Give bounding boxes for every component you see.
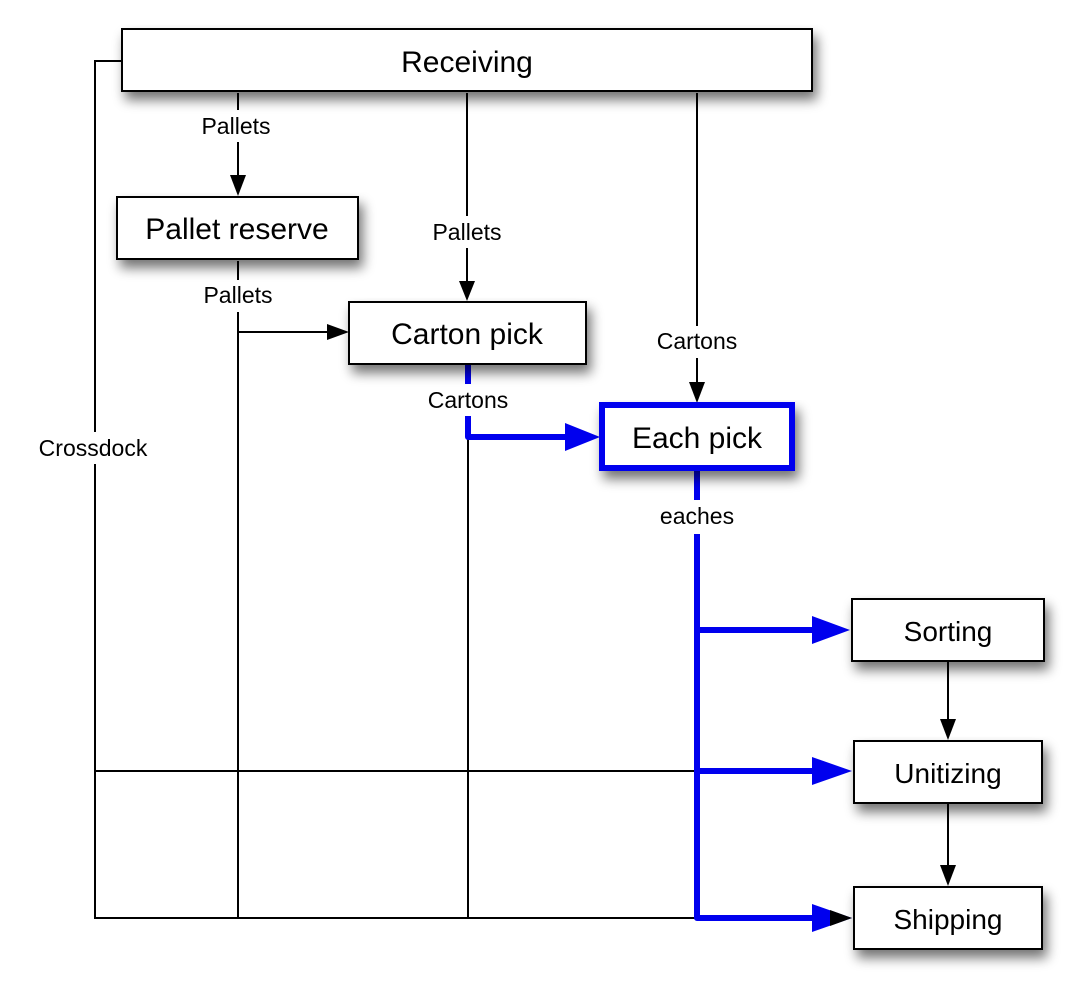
arrowhead-shipping-top	[940, 865, 956, 886]
label-receiving-carton-pallets: Pallets	[432, 219, 501, 245]
edge-crossdock-trunk	[94, 60, 830, 919]
arrowhead-unitizing	[812, 757, 852, 785]
label-carton-cartons: Cartons	[428, 387, 509, 413]
label-receiving-pallets: Pallets	[201, 113, 270, 139]
label-eaches: eaches	[660, 503, 734, 529]
node-pallet-reserve-label: Pallet reserve	[145, 213, 328, 246]
arrowhead-carton-pick-left	[327, 324, 349, 340]
node-sorting-label: Sorting	[904, 616, 993, 647]
node-pallet-reserve[interactable]: Pallet reserve	[116, 196, 359, 260]
edge-each-pick-shipping	[694, 470, 815, 921]
node-receiving-label: Receiving	[401, 46, 533, 79]
arrowhead-shipping-black	[830, 910, 852, 926]
label-reserve-pallets: Pallets	[203, 282, 272, 308]
label-crossdock: Crossdock	[39, 435, 148, 461]
edge-labels: Pallets Pallets Pallets Cartons Cartons …	[25, 110, 754, 534]
black-arrowheads	[230, 175, 956, 886]
blue-arrowheads	[565, 423, 852, 932]
arrowhead-carton-pick-top	[459, 281, 475, 301]
arrowhead-unitizing-top	[940, 719, 956, 740]
arrowhead-pallet-reserve	[230, 175, 246, 196]
node-sorting[interactable]: Sorting	[851, 598, 1045, 662]
node-each-pick-label: Each pick	[632, 422, 763, 455]
node-shipping[interactable]: Shipping	[853, 886, 1043, 950]
black-connectors	[94, 60, 949, 919]
node-carton-pick-label: Carton pick	[391, 318, 544, 351]
node-shipping-label: Shipping	[894, 904, 1003, 935]
node-each-pick[interactable]: Each pick	[599, 402, 795, 471]
node-unitizing[interactable]: Unitizing	[853, 740, 1043, 804]
node-unitizing-label: Unitizing	[894, 758, 1001, 789]
arrowhead-each-pick-left	[565, 423, 600, 451]
node-carton-pick[interactable]: Carton pick	[348, 301, 587, 365]
label-receiving-cartons: Cartons	[657, 328, 738, 354]
node-receiving[interactable]: Receiving	[121, 28, 813, 92]
arrowhead-sorting	[812, 616, 850, 644]
arrowhead-each-pick-top	[689, 382, 705, 403]
